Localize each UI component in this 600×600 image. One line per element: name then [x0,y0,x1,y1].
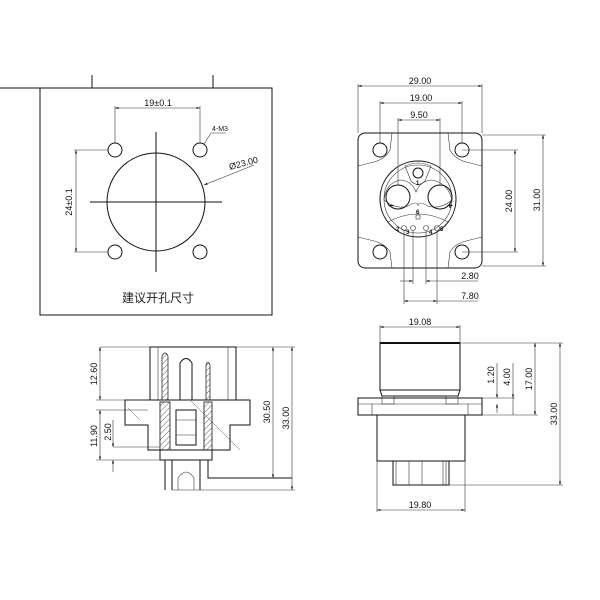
pin-label: 2 [396,227,400,233]
dim-top-width: 19.08 [409,317,432,327]
pin-label: 6 [416,210,420,216]
mount-hole [107,244,123,260]
pin-label: − [388,201,394,212]
dim-signal-spacing-large: 7.80 [461,291,479,301]
dim-bottom-width: 19.80 [409,500,432,510]
dim-body: 30.50 [262,401,272,424]
pin-label: 5 [440,227,444,233]
dim-power-spacing: 9.50 [410,110,428,120]
cutout-caption: 建议开孔尺寸 [122,291,194,305]
panel-outline [39,87,273,316]
mount-hole [192,142,208,158]
pin-label: 1 [416,181,420,187]
dim-thread: 4-M3 [212,126,228,133]
dim-signal-spacing-small: 2.80 [461,271,479,281]
side-view: 19.08 19.80 1.20 4.00 17.00 33.00 [357,317,563,512]
dim-upper: 17.00 [524,368,534,391]
dim-flange-b: 4.00 [502,368,512,386]
flange-plate [357,132,483,269]
dim-step: 2.50 [103,423,113,441]
section-view: 12.60 11.90 2.50 30.50 33.00 [89,346,295,491]
dim-width: 29.00 [409,76,432,86]
cutout-view: 19±0.1 24±0.1 4-M3 Ø23.00 建议开孔尺寸 [0,75,273,316]
dim-hole-spacing-x: 19.00 [410,93,433,103]
dim-flange-a: 1.20 [486,366,496,384]
front-view: − + 1 2 3 4 5 6 29.00 19.00 9.50 24.00 3… [357,76,546,304]
dim-top: 12.60 [89,363,99,386]
mount-hole [192,244,208,260]
pin-label: 4 [429,230,433,236]
dim-total: 33.00 [549,403,559,426]
dim-hole-spacing-y: 24.00 [504,190,514,213]
dim-lower: 11.90 [89,425,99,447]
pin-label: + [447,201,453,212]
connector-face [379,160,457,238]
dim-height: 31.00 [532,189,542,212]
dim-hole-spacing-x: 19±0.1 [144,98,171,108]
dim-total: 33.00 [281,407,291,430]
pin-label: 3 [406,230,410,236]
mount-hole [107,142,123,158]
dim-hole-spacing-y: 24±0.1 [64,188,74,215]
pin-1 [412,167,424,179]
